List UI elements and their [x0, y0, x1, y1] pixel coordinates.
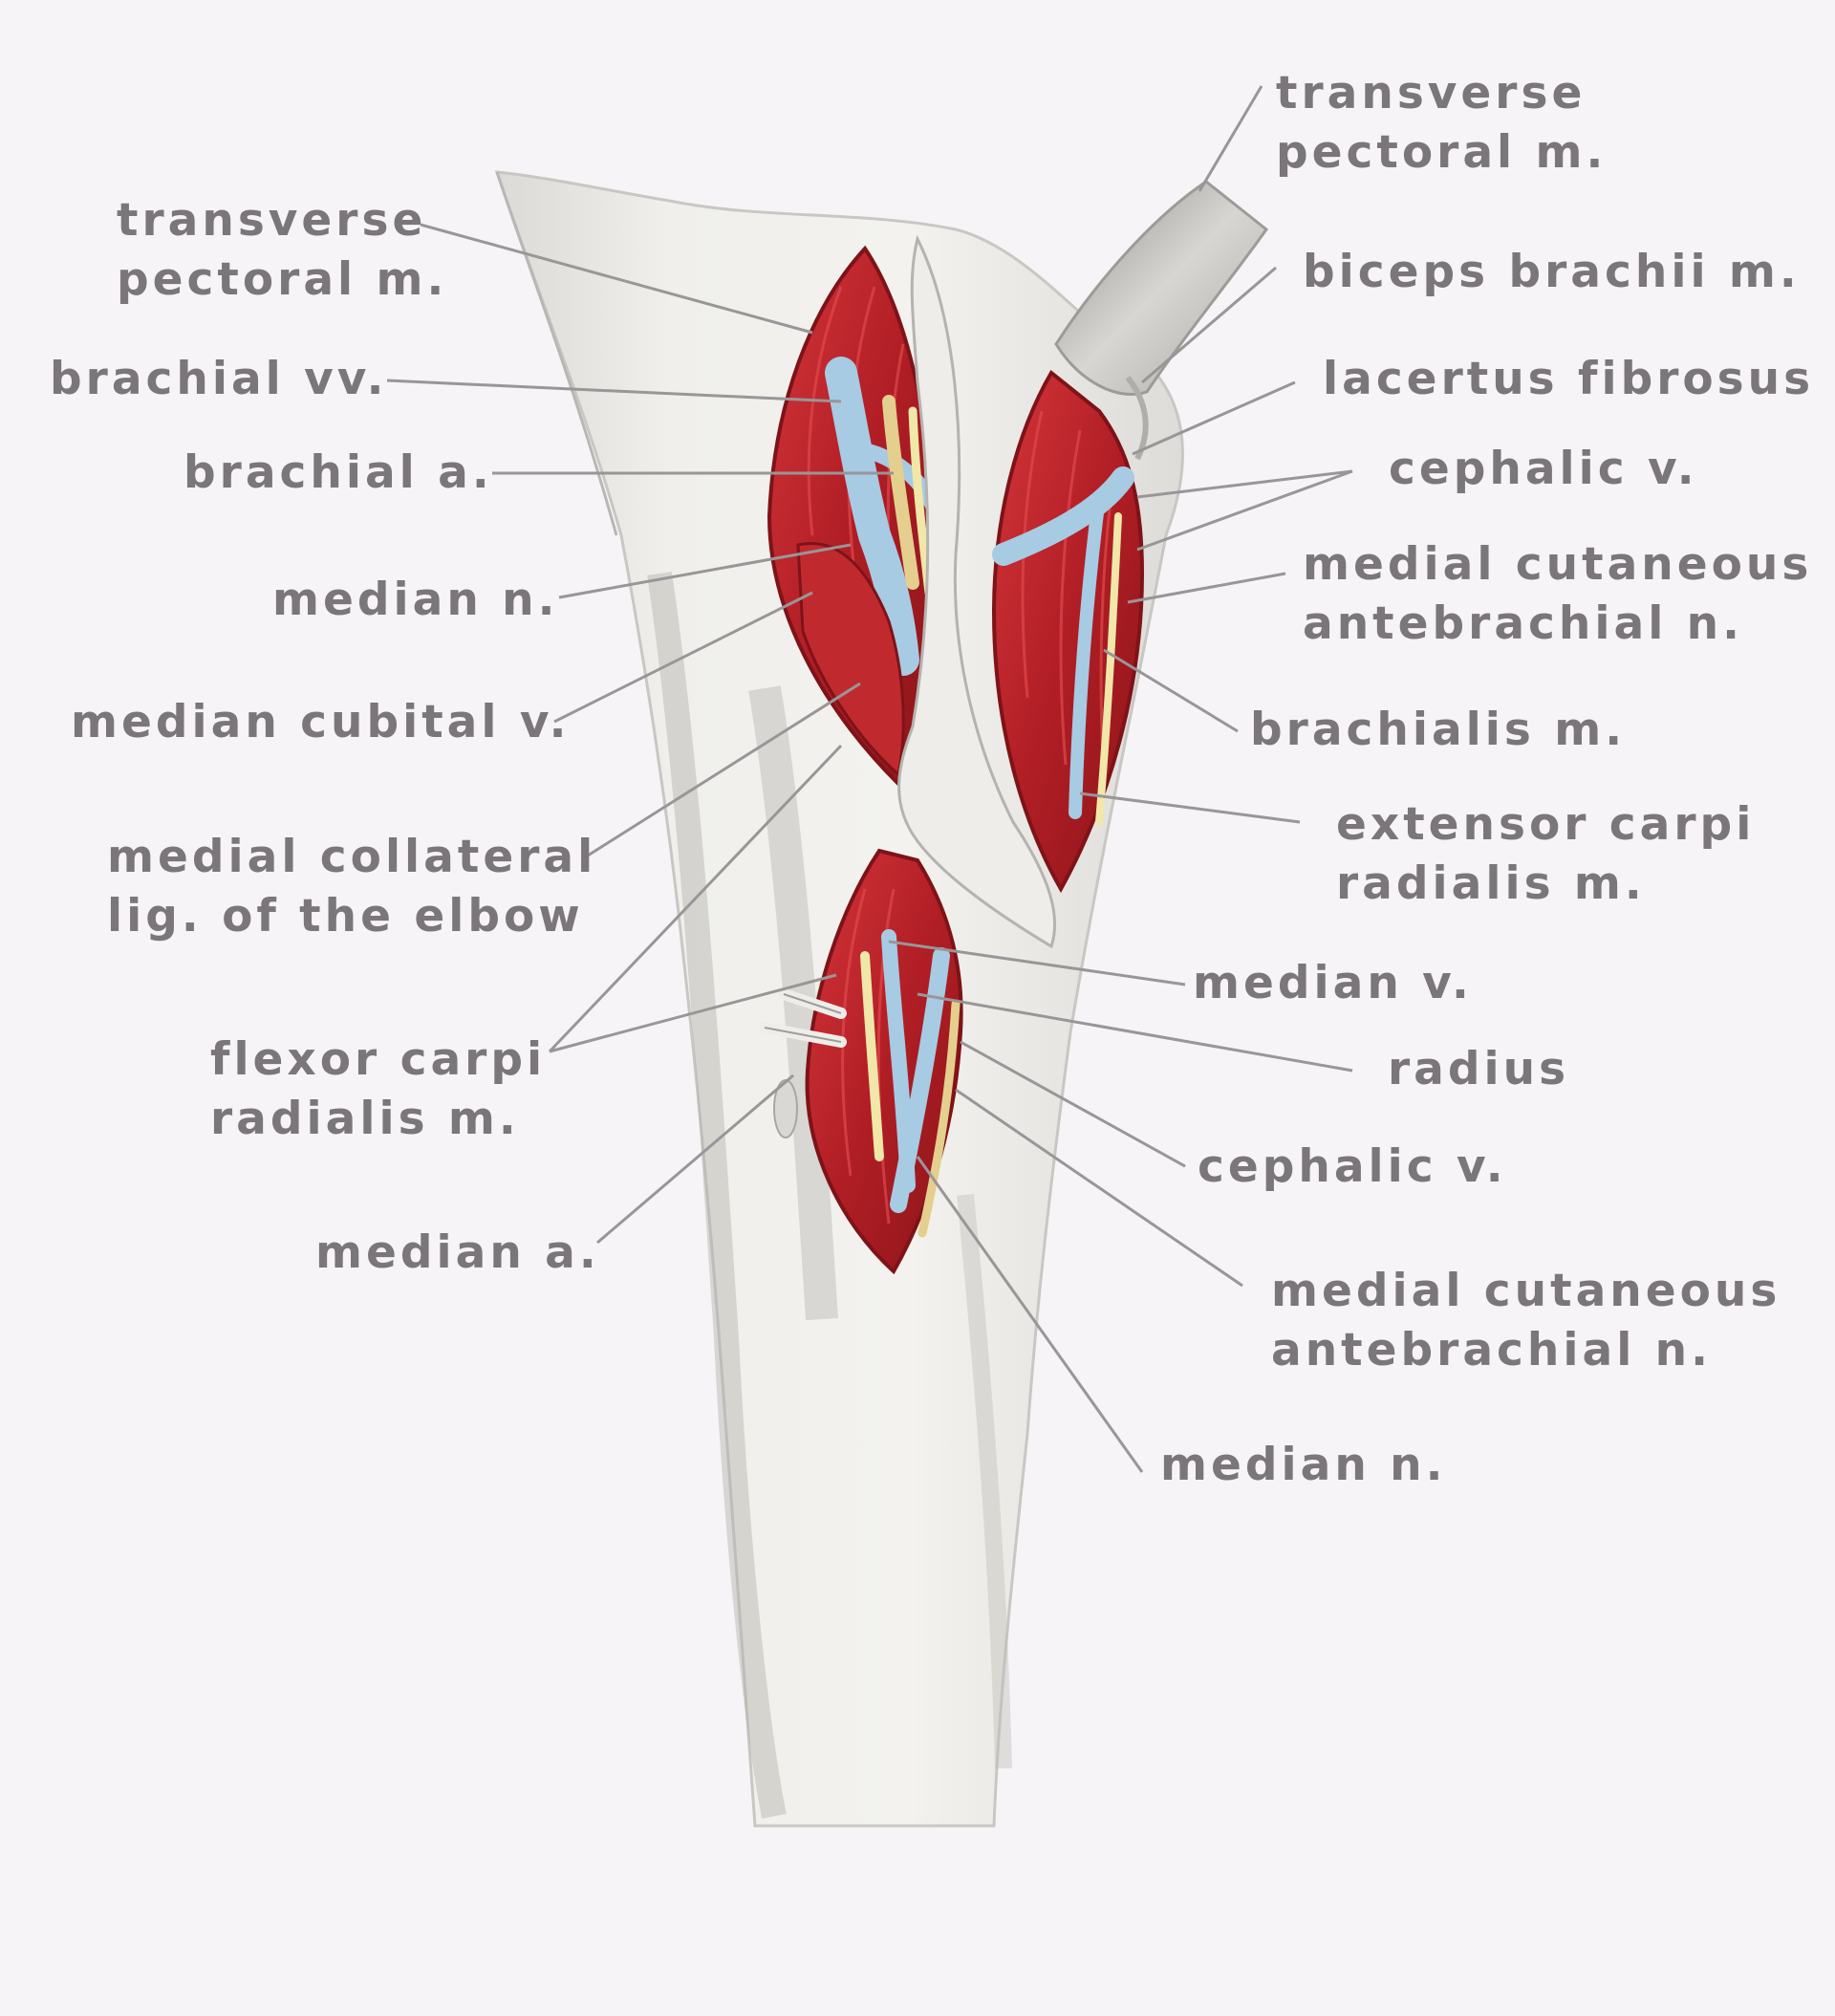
- upper-right-dissection: [991, 369, 1145, 894]
- label-brachialis: brachialis m.: [1250, 704, 1627, 756]
- label-medial-cutaneous-lower: medial cutaneous antebrachial n.: [1271, 1265, 1781, 1377]
- leader-cephalic-upper-b: [1136, 469, 1353, 552]
- label-flexor-carpi-radialis: flexor carpi radialis m.: [210, 1033, 547, 1145]
- leader-brachialis: [1103, 648, 1239, 733]
- leader-extensor-carpi: [1079, 791, 1301, 824]
- skin-flap: [897, 234, 1057, 949]
- label-median-n-left: median n.: [272, 574, 559, 626]
- leader-flexor-carpi-a: [548, 744, 843, 1053]
- leader-medial-collateral: [587, 682, 861, 857]
- leader-median-n-right: [916, 1156, 1144, 1473]
- leader-cephalic-lower: [960, 1040, 1186, 1168]
- leader-median-a: [596, 1073, 794, 1245]
- upper-left-dissection: [766, 245, 949, 788]
- label-lacertus-fibrosus: lacertus fibrosus: [1323, 353, 1815, 405]
- leader-radius: [917, 992, 1353, 1073]
- label-transverse-pectoral-right: transverse pectoral m.: [1276, 67, 1608, 179]
- label-brachial-vv: brachial vv.: [50, 353, 388, 405]
- label-brachial-a: brachial a.: [184, 446, 493, 499]
- label-medial-cutaneous-upper: medial cutaneous antebrachial n.: [1303, 538, 1813, 650]
- leader-medial-cutaneous-upper: [1127, 572, 1286, 604]
- label-medial-collateral-lig: medial collateral lig. of the elbow: [107, 831, 597, 943]
- leader-median-v: [888, 940, 1186, 986]
- label-cephalic-v-lower: cephalic v.: [1198, 1140, 1507, 1193]
- label-median-n-right: median n.: [1160, 1439, 1447, 1491]
- label-cephalic-v-upper: cephalic v.: [1389, 443, 1698, 495]
- leader-cephalic-upper-a: [1136, 469, 1353, 499]
- label-median-a: median a.: [315, 1226, 600, 1279]
- leader-transverse-pectoral-right: [1198, 85, 1263, 192]
- leader-median-n-left: [558, 543, 852, 599]
- label-radius: radius: [1388, 1043, 1570, 1095]
- label-transverse-pectoral-left: transverse pectoral m.: [117, 194, 448, 306]
- leader-medial-cutaneous-lower: [955, 1088, 1243, 1288]
- label-extensor-carpi-radialis: extensor carpi radialis m.: [1336, 798, 1756, 910]
- leader-lacertus: [1132, 380, 1296, 456]
- label-median-v: median v.: [1193, 957, 1473, 1009]
- leader-brachial-vv: [386, 379, 842, 403]
- leader-biceps: [1141, 266, 1277, 384]
- label-median-cubital-v: median cubital v.: [71, 696, 571, 748]
- leader-flexor-carpi-b: [549, 973, 837, 1053]
- leader-transverse-pectoral-left: [420, 223, 813, 335]
- label-biceps-brachii: biceps brachii m.: [1303, 246, 1801, 298]
- leader-median-cubital-v: [553, 591, 813, 724]
- leader-lines: [386, 85, 1353, 1473]
